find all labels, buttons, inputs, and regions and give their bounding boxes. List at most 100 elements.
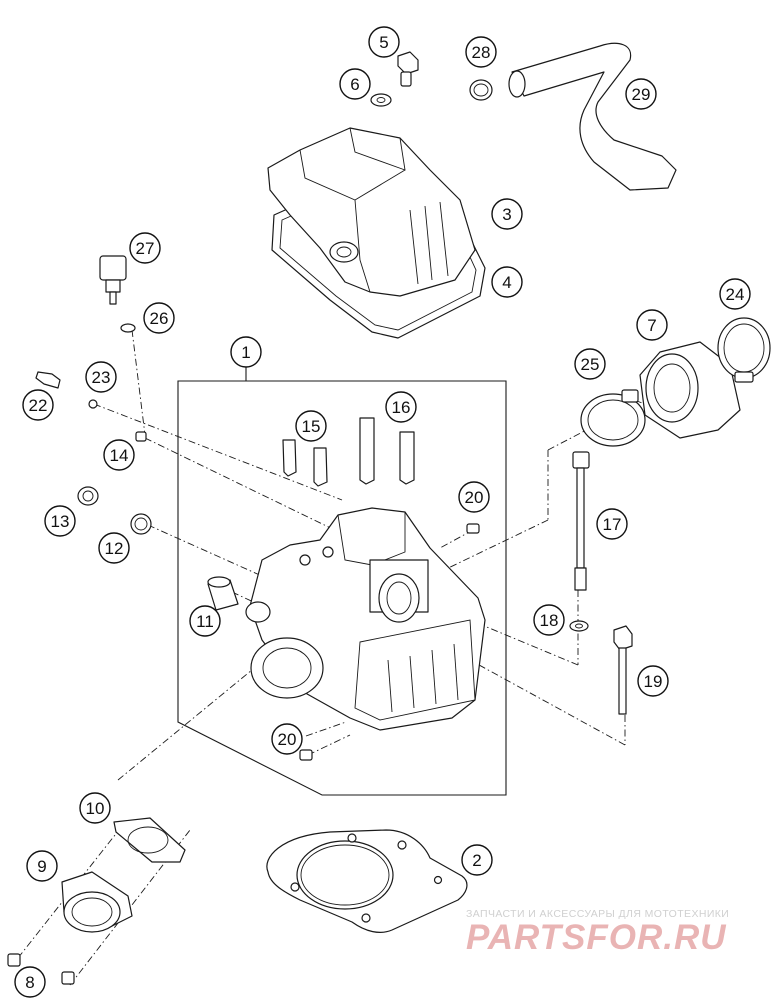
callout-22: 22 xyxy=(22,389,54,421)
callout-6: 6 xyxy=(339,68,371,100)
callout-circle xyxy=(98,532,130,564)
o-ring-12 xyxy=(130,513,152,535)
callout-circle xyxy=(491,198,523,230)
callout-number: 5 xyxy=(379,33,388,52)
callout-number: 20 xyxy=(278,730,297,749)
callout-23: 23 xyxy=(85,361,117,393)
callout-7: 7 xyxy=(636,309,668,341)
callout-number: 25 xyxy=(581,355,600,374)
callout-circle xyxy=(129,232,161,264)
callout-number: 11 xyxy=(196,612,214,631)
callout-18: 18 xyxy=(533,604,565,636)
callout-19: 19 xyxy=(637,665,669,697)
cover-bolt xyxy=(397,51,419,87)
callout-14: 14 xyxy=(103,439,135,471)
callout-circle xyxy=(719,278,751,310)
callout-circle xyxy=(295,410,327,442)
callout-number: 8 xyxy=(25,973,34,992)
callout-20: 20 xyxy=(271,723,303,755)
callout-circle xyxy=(14,966,46,998)
callout-circle xyxy=(574,348,606,380)
callout-number: 18 xyxy=(540,611,559,630)
callout-circle xyxy=(636,309,668,341)
callout-13: 13 xyxy=(44,505,76,537)
exhaust-flange xyxy=(61,871,133,933)
callout-12: 12 xyxy=(98,532,130,564)
dowel-pin xyxy=(135,431,147,442)
callout-circle xyxy=(85,361,117,393)
callout-circle xyxy=(189,605,221,637)
washer-18 xyxy=(569,620,589,632)
callout-number: 22 xyxy=(29,396,48,415)
callout-circle xyxy=(458,481,490,513)
callout-circle xyxy=(533,604,565,636)
callout-circle xyxy=(596,508,628,540)
callout-26: 26 xyxy=(143,302,175,334)
callout-number: 14 xyxy=(110,446,129,465)
seal-ring-small xyxy=(88,399,98,409)
callout-circle xyxy=(491,266,523,298)
plug-13 xyxy=(77,486,99,506)
callout-circle xyxy=(339,68,371,100)
callout-25: 25 xyxy=(574,348,606,380)
callout-number: 28 xyxy=(472,43,491,62)
screw-20-lower xyxy=(299,749,313,761)
callout-number: 20 xyxy=(465,488,484,507)
callout-5: 5 xyxy=(368,26,400,58)
callout-circle xyxy=(465,36,497,68)
callout-15: 15 xyxy=(295,410,327,442)
temperature-sensor xyxy=(99,255,136,333)
callout-number: 12 xyxy=(105,539,124,558)
callout-number: 15 xyxy=(302,417,321,436)
callout-number: 19 xyxy=(644,672,663,691)
callout-2: 2 xyxy=(461,844,493,876)
assembly-frame xyxy=(177,366,507,796)
callout-number: 16 xyxy=(392,398,411,417)
callout-24: 24 xyxy=(719,278,751,310)
screw-20-upper xyxy=(466,523,480,534)
callout-1: 1 xyxy=(230,336,262,368)
callout-4: 4 xyxy=(491,266,523,298)
callout-circle xyxy=(385,391,417,423)
callout-3: 3 xyxy=(491,198,523,230)
callout-number: 1 xyxy=(241,343,250,362)
cover-washer xyxy=(370,93,392,107)
dowel-sleeve xyxy=(207,576,239,611)
exhaust-gasket xyxy=(113,817,186,863)
valve-guides xyxy=(282,417,415,487)
callout-number: 24 xyxy=(726,285,745,304)
intake-flange xyxy=(639,341,741,439)
cylinder-head xyxy=(245,507,486,731)
callout-circle xyxy=(368,26,400,58)
callout-circle xyxy=(79,792,111,824)
callout-16: 16 xyxy=(385,391,417,423)
callout-number: 10 xyxy=(86,799,105,818)
bolt-19 xyxy=(613,625,633,715)
callout-number: 4 xyxy=(502,273,511,292)
callout-11: 11 xyxy=(189,605,221,637)
callout-number: 7 xyxy=(647,316,656,335)
callout-circle xyxy=(44,505,76,537)
callout-27: 27 xyxy=(129,232,161,264)
callout-circle xyxy=(461,844,493,876)
callout-circle xyxy=(637,665,669,697)
watermark-tagline: ЗАПЧАСТИ И АКСЕССУАРЫ ДЛЯ МОТОТЕХНИКИ xyxy=(466,908,730,920)
callout-28: 28 xyxy=(465,36,497,68)
callout-8: 8 xyxy=(14,966,46,998)
callout-number: 17 xyxy=(603,515,622,534)
callout-number: 26 xyxy=(150,309,169,328)
callout-29: 29 xyxy=(625,78,657,110)
head-gasket xyxy=(266,829,468,933)
callout-circle xyxy=(103,439,135,471)
flange-screws xyxy=(7,953,75,985)
watermark-brand: PARTSFOR.RU xyxy=(466,918,727,957)
callout-number: 6 xyxy=(350,75,359,94)
callout-circle xyxy=(26,850,58,882)
clamp-25 xyxy=(580,389,646,447)
callout-number: 3 xyxy=(502,205,511,224)
callout-17: 17 xyxy=(596,508,628,540)
breather-hose xyxy=(508,42,677,191)
callout-20: 20 xyxy=(458,481,490,513)
callout-9: 9 xyxy=(26,850,58,882)
